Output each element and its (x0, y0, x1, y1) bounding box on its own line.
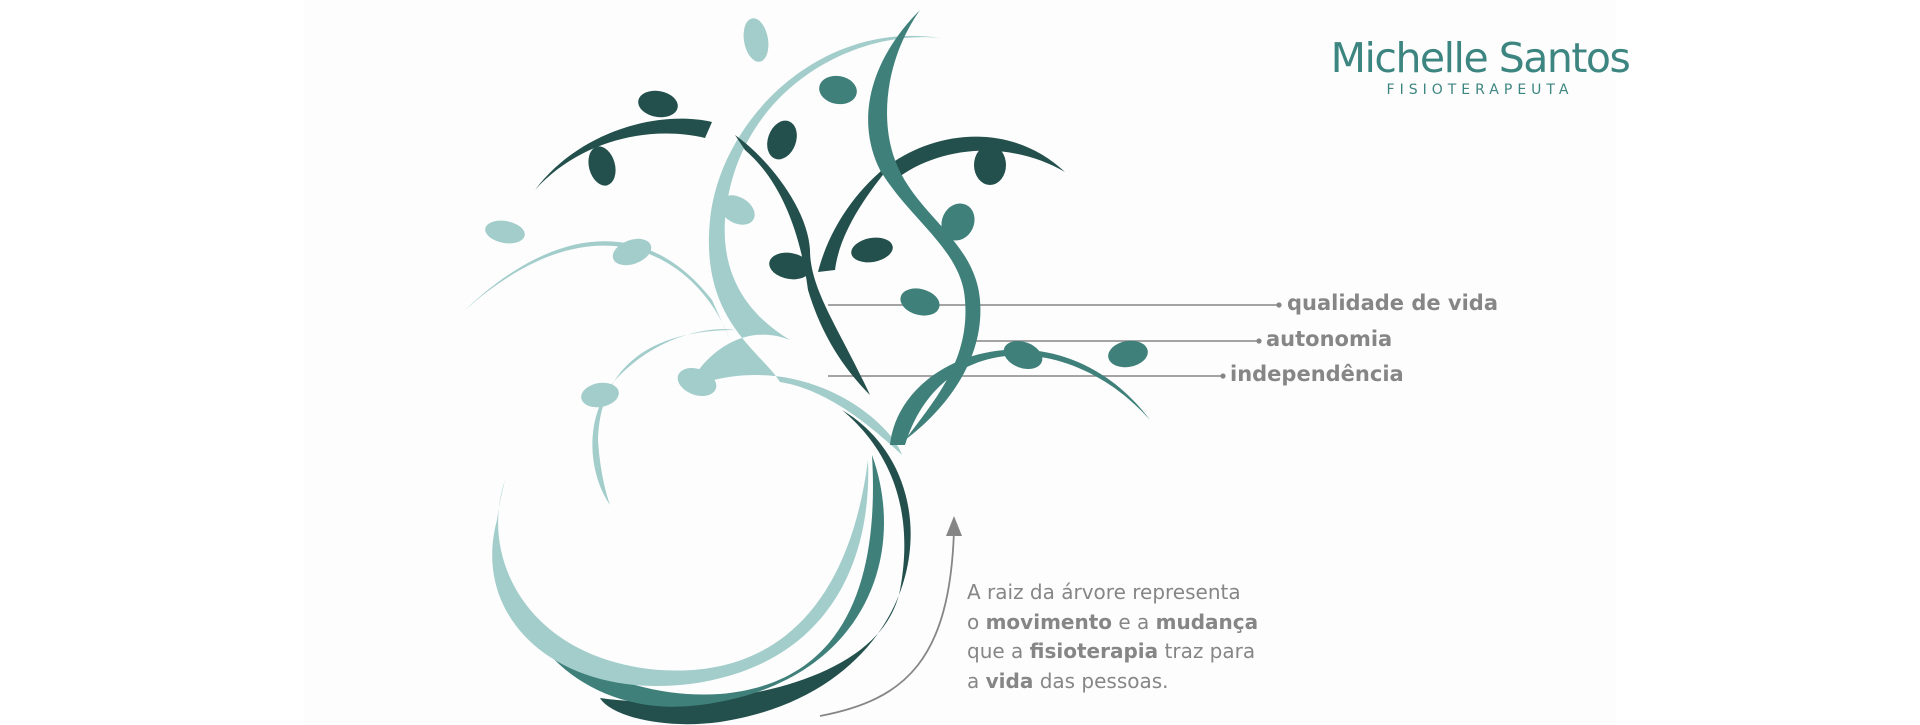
caption-text-run: traz para (1158, 639, 1256, 663)
caption-text-run: das pessoas. (1033, 668, 1169, 693)
caption-line-1: A raiz da árvore representa (967, 580, 1241, 604)
leaf-light (612, 238, 652, 266)
leader-dot-independencia (1220, 373, 1226, 379)
leaf-light (677, 367, 717, 397)
leaf-mid (900, 288, 940, 316)
caption-text-run: a (967, 668, 986, 693)
caption-arrow-line (819, 529, 955, 717)
caption-text: A raiz da árvore representa o movimento … (967, 578, 1297, 696)
caption-line-2: o movimento e a mudança (967, 608, 1297, 638)
leader-dot-autonomia (1256, 338, 1262, 344)
label-qualidade-de-vida: qualidade de vida (1287, 291, 1499, 315)
caption-text-run: e a (1112, 609, 1156, 634)
tree-leaves (485, 18, 1148, 408)
caption-line-3: que a fisioterapia traz para (967, 637, 1297, 667)
branch-mid-right (890, 349, 1150, 445)
trunk-light (688, 35, 940, 456)
leaf-light (743, 18, 769, 62)
leaf-dark (769, 252, 811, 280)
label-autonomia: autonomia (1266, 327, 1393, 351)
leaf-dark (851, 237, 893, 263)
leaf-mid (1108, 340, 1148, 368)
root-light (492, 460, 869, 687)
caption-text-run: que a (967, 639, 1030, 663)
leaf-dark (767, 120, 797, 160)
leaf-mid (941, 203, 975, 241)
leaf-mid (1003, 340, 1043, 370)
tree-roots (492, 410, 911, 725)
branch-dark-central (735, 135, 870, 395)
leaf-light (485, 220, 525, 244)
leaf-mid (819, 75, 857, 105)
branch-dark-topleft (535, 118, 712, 190)
brand-name: Michelle Santos (1330, 34, 1631, 82)
caption-emphasis-mudanca: mudança (1155, 609, 1259, 634)
caption-text-run: o (967, 609, 986, 634)
caption-emphasis-fisioterapia: fisioterapia (1029, 639, 1159, 663)
caption-line-4: a vida das pessoas. (967, 667, 1297, 697)
branch-light-upper (465, 241, 730, 340)
label-independencia: independência (1230, 362, 1404, 386)
caption-emphasis-vida: vida (985, 668, 1034, 693)
branch-dark-right (818, 160, 895, 272)
leader-dot-qualidade (1276, 302, 1282, 308)
leaf-dark (588, 146, 616, 186)
leaf-dark (974, 145, 1006, 185)
brand-subtitle: FISIOTERAPEUTA (1386, 82, 1574, 98)
leaf-light (581, 382, 619, 408)
tree-branches (465, 10, 1150, 505)
leaf-light (719, 195, 755, 225)
branch-dark-upper-right (880, 136, 1065, 180)
branch-mid-main (868, 10, 981, 440)
leaf-dark (638, 90, 678, 118)
brand-logo: Michelle Santos FISIOTERAPEUTA (1330, 34, 1631, 98)
caption-arrow-head (946, 516, 962, 536)
caption-emphasis-movimento: movimento (985, 609, 1113, 634)
